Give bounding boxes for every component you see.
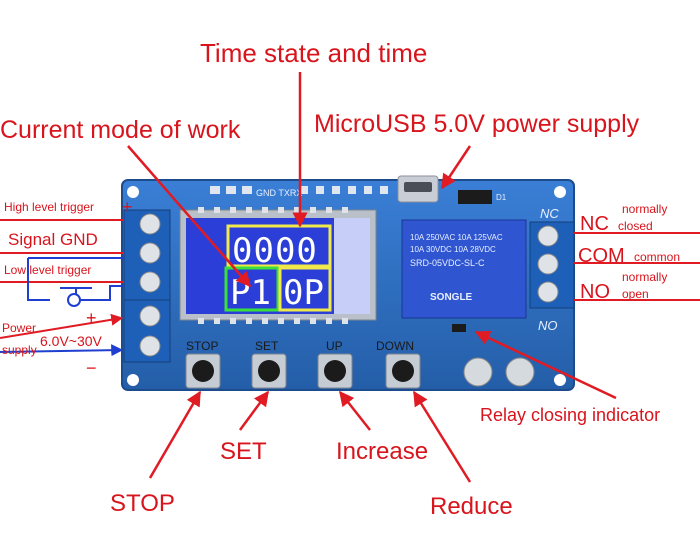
label-reduce: Reduce bbox=[430, 493, 513, 520]
left-terminal-block bbox=[123, 209, 171, 363]
label-com: COM bbox=[578, 245, 625, 267]
label-low-trigger: Low level trigger bbox=[4, 263, 91, 277]
time-state-box bbox=[226, 224, 332, 268]
label-high-trigger: High level trigger bbox=[4, 200, 94, 214]
label-time-state: Time state and time bbox=[200, 38, 427, 68]
label-supply: supply bbox=[2, 343, 37, 357]
label-increase: Increase bbox=[336, 438, 428, 465]
relay bbox=[401, 219, 527, 319]
label-nc-note1: normally bbox=[622, 202, 667, 216]
label-signal-gnd: Signal GND bbox=[8, 230, 98, 249]
btn-down[interactable] bbox=[385, 353, 421, 389]
right-terminal-block bbox=[529, 221, 575, 309]
label-plus: + bbox=[86, 308, 97, 328]
relay-line-1: 10A 250VAC 10A 125VAC bbox=[410, 233, 503, 242]
time-lower-box bbox=[278, 266, 332, 312]
label-nc-note2: closed bbox=[618, 219, 653, 233]
label-no: NO bbox=[580, 281, 610, 303]
relay-line-3: SRD-05VDC-SL-C bbox=[410, 258, 485, 268]
annotation-arrows bbox=[127, 72, 617, 483]
lcd-bottom-digits: 0P bbox=[283, 273, 324, 313]
left-wiring bbox=[0, 219, 124, 357]
capacitors bbox=[463, 357, 535, 387]
label-nc: NC bbox=[580, 213, 609, 235]
btn-up-silk: UP bbox=[326, 339, 343, 353]
btn-set-silk: SET bbox=[255, 339, 279, 353]
label-high-plus: + bbox=[122, 197, 133, 217]
label-power: Power bbox=[2, 321, 36, 335]
btn-up[interactable] bbox=[317, 353, 353, 389]
nc-silk-label: NC bbox=[540, 206, 559, 221]
label-set: SET bbox=[220, 438, 267, 465]
relay-line-2: 10A 30VDC 10A 28VDC bbox=[410, 245, 496, 254]
label-com-note: common bbox=[634, 250, 680, 264]
label-relay-indicator: Relay closing indicator bbox=[480, 405, 660, 425]
microusb-port[interactable] bbox=[397, 175, 439, 203]
lcd-mode: P1 bbox=[230, 273, 271, 313]
btn-down-silk: DOWN bbox=[376, 339, 414, 353]
mode-box bbox=[224, 266, 280, 312]
relay-led bbox=[452, 324, 466, 332]
relay-line-4: SONGLE bbox=[430, 292, 473, 303]
label-voltage: 6.0V~30V bbox=[40, 333, 103, 349]
header-pins bbox=[210, 186, 388, 194]
label-stop: STOP bbox=[110, 490, 175, 517]
label-minus: − bbox=[86, 358, 97, 378]
lcd-top-digits: 0000 bbox=[232, 231, 318, 271]
btn-stop-silk: STOP bbox=[186, 339, 218, 353]
header-label: GND TXRX bbox=[256, 188, 302, 198]
label-no-note2: open bbox=[622, 287, 649, 301]
diode-d1 bbox=[458, 190, 492, 204]
d1-label: D1 bbox=[496, 193, 507, 202]
label-microusb: MicroUSB 5.0V power supply bbox=[314, 110, 640, 138]
btn-set[interactable] bbox=[251, 353, 287, 389]
btn-stop[interactable] bbox=[185, 353, 221, 389]
right-wiring bbox=[574, 232, 700, 301]
label-no-note1: normally bbox=[622, 270, 667, 284]
no-silk-label: NO bbox=[538, 318, 558, 333]
label-current-mode: Current mode of work bbox=[0, 116, 241, 144]
